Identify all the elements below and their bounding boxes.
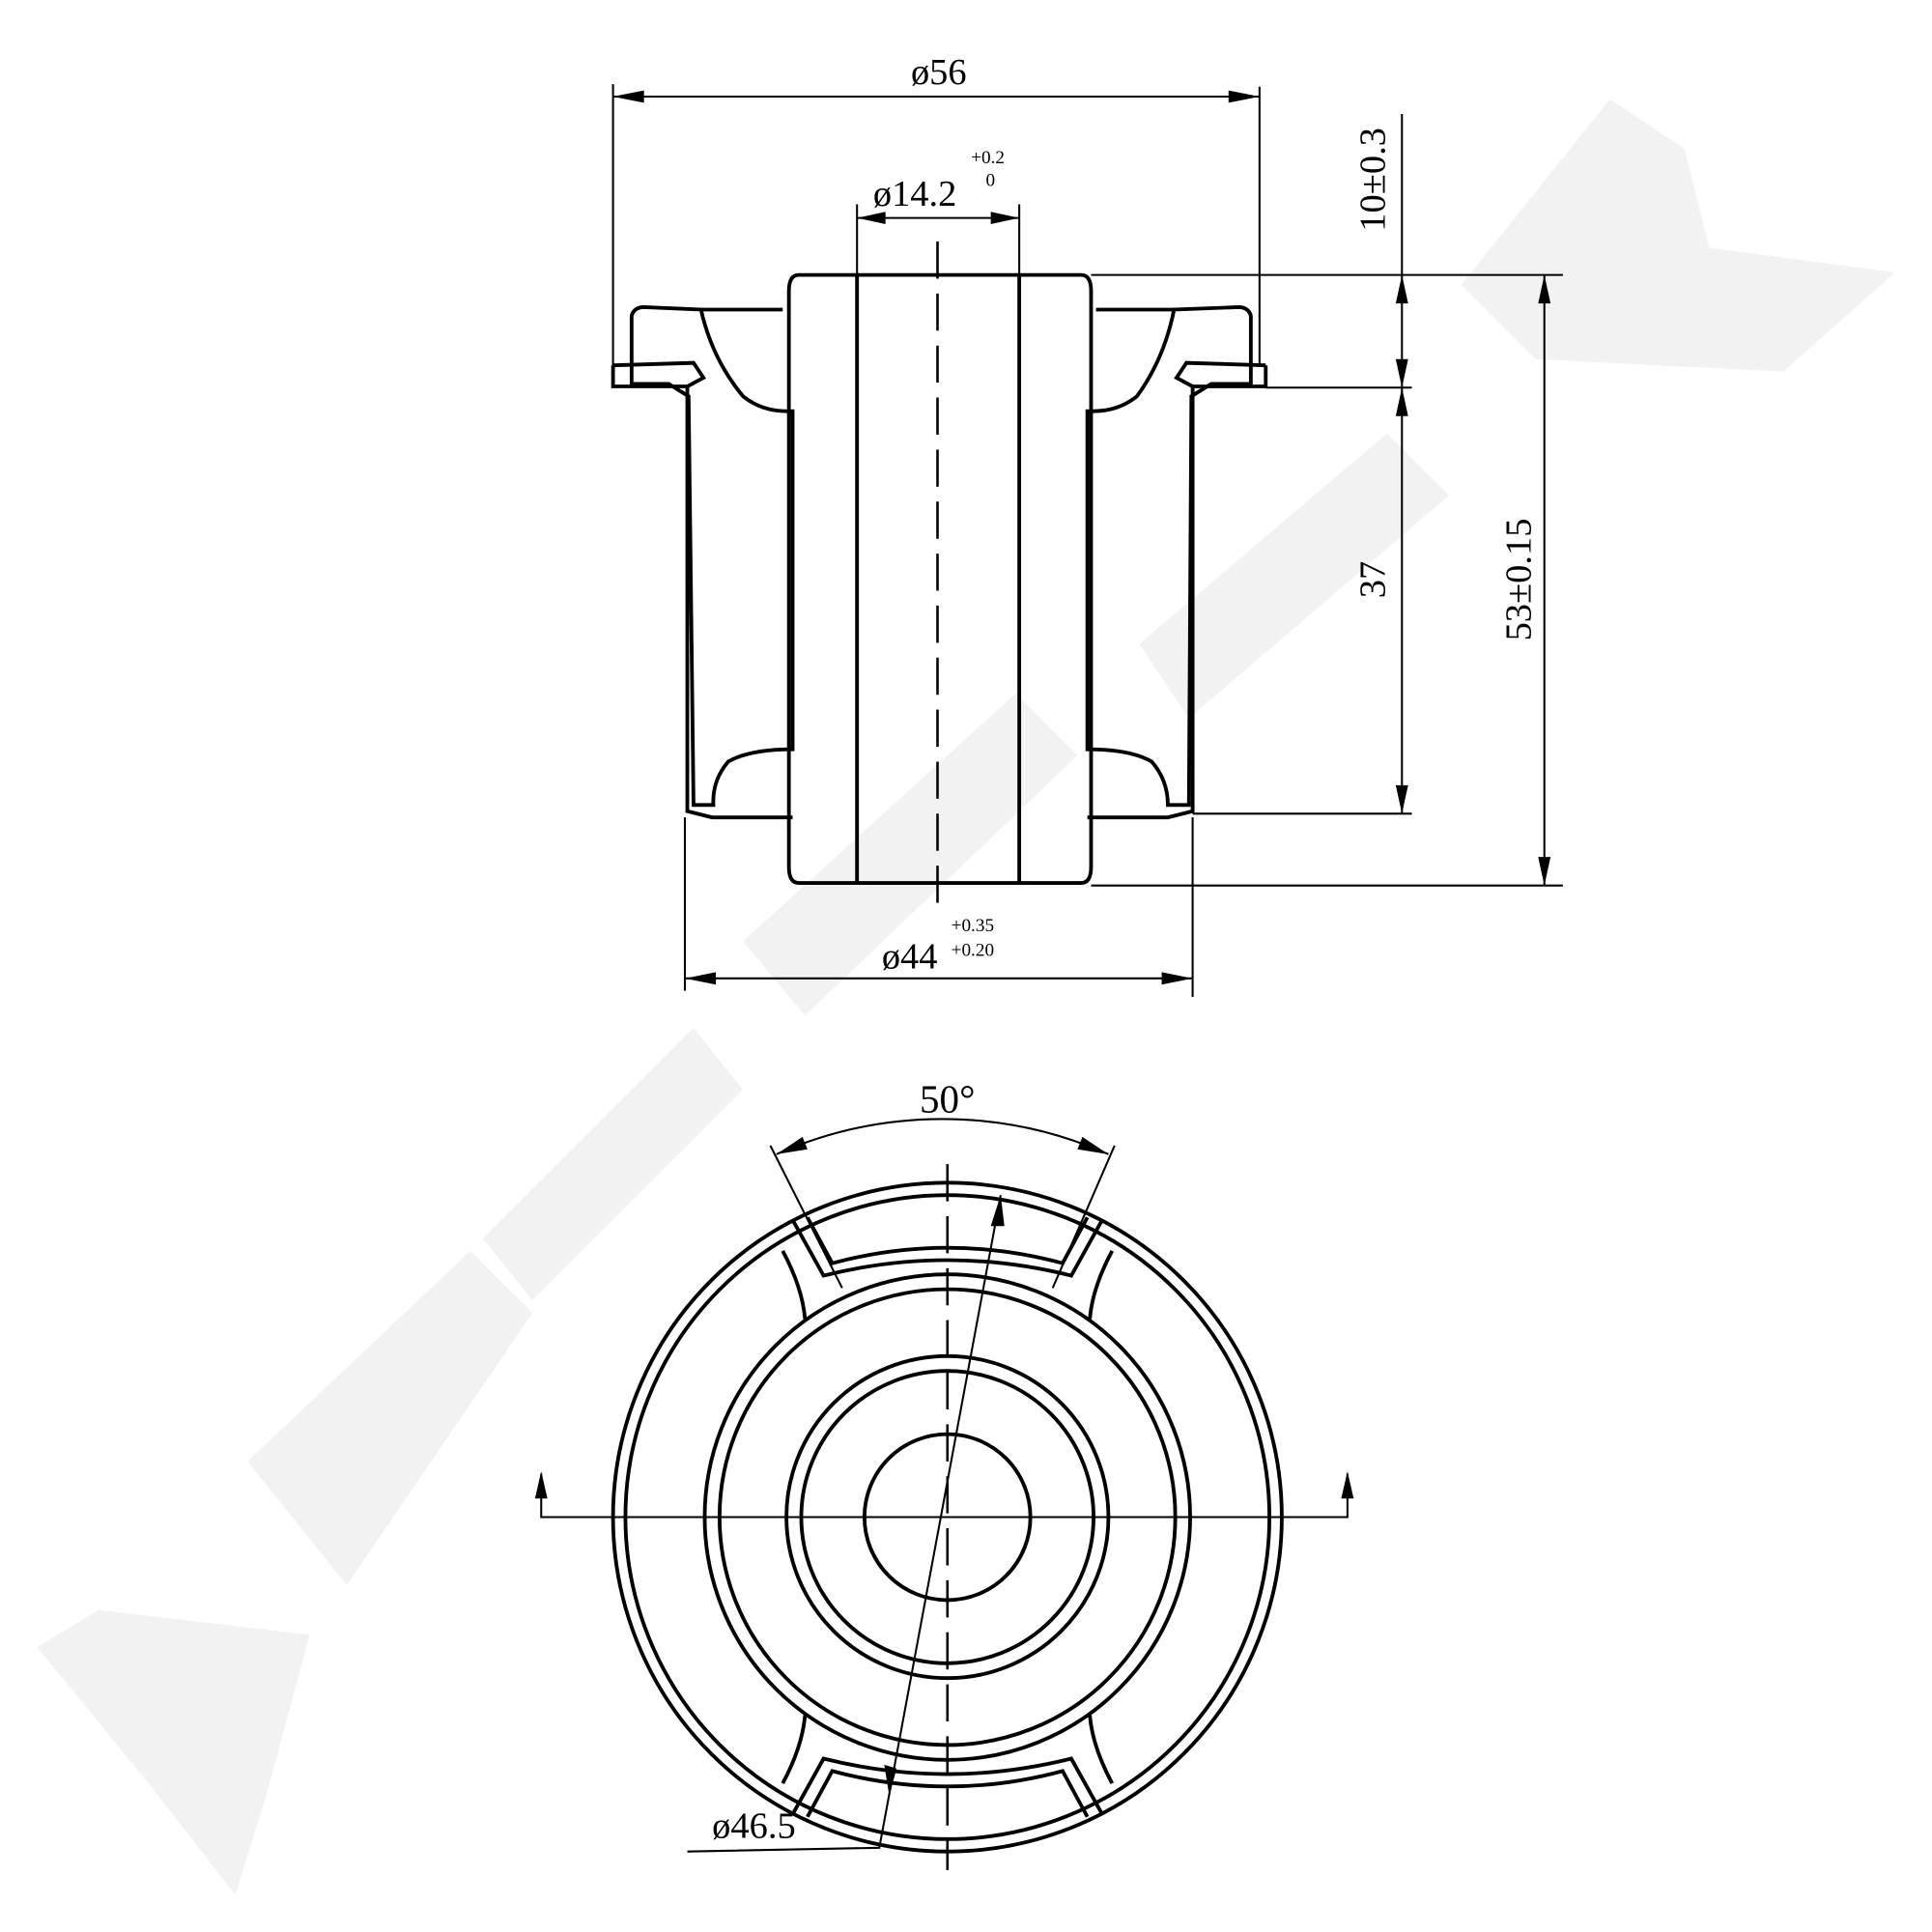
dim-bore-diameter: ø14.2 (873, 174, 957, 214)
dim-body-tol-upper: +0.35 (952, 916, 994, 936)
dim-body-height: 37 (1352, 561, 1393, 598)
dim-bore-tol-upper: +0.2 (971, 148, 1005, 168)
slot-bottom (790, 1756, 1104, 1818)
flange-outline (611, 360, 793, 820)
dim-bore-tol-lower: 0 (986, 170, 996, 190)
side-view: ø56 ø14.2 +0.2 0 ø44 +0.35 +0.20 10±0.3 … (611, 52, 1563, 998)
rubber-left (629, 305, 795, 808)
sleeve-right (1017, 272, 1094, 886)
end-view: 50° ø46.5 (534, 1076, 1354, 1870)
dim-flange-diameter: ø56 (911, 52, 967, 93)
dim-total-height: 53±0.15 (1499, 519, 1540, 641)
dim-body-diameter: ø44 (882, 937, 938, 978)
rubber-right (1085, 305, 1253, 808)
dim-slot-diameter: ø46.5 (712, 1806, 796, 1847)
dim-slot-angle: 50° (920, 1076, 975, 1121)
watermark-logo (37, 99, 1895, 1895)
dim-body-tol-lower: +0.20 (952, 941, 994, 961)
sleeve-left (786, 272, 860, 886)
dim-flange-height: 10±0.3 (1352, 128, 1393, 232)
